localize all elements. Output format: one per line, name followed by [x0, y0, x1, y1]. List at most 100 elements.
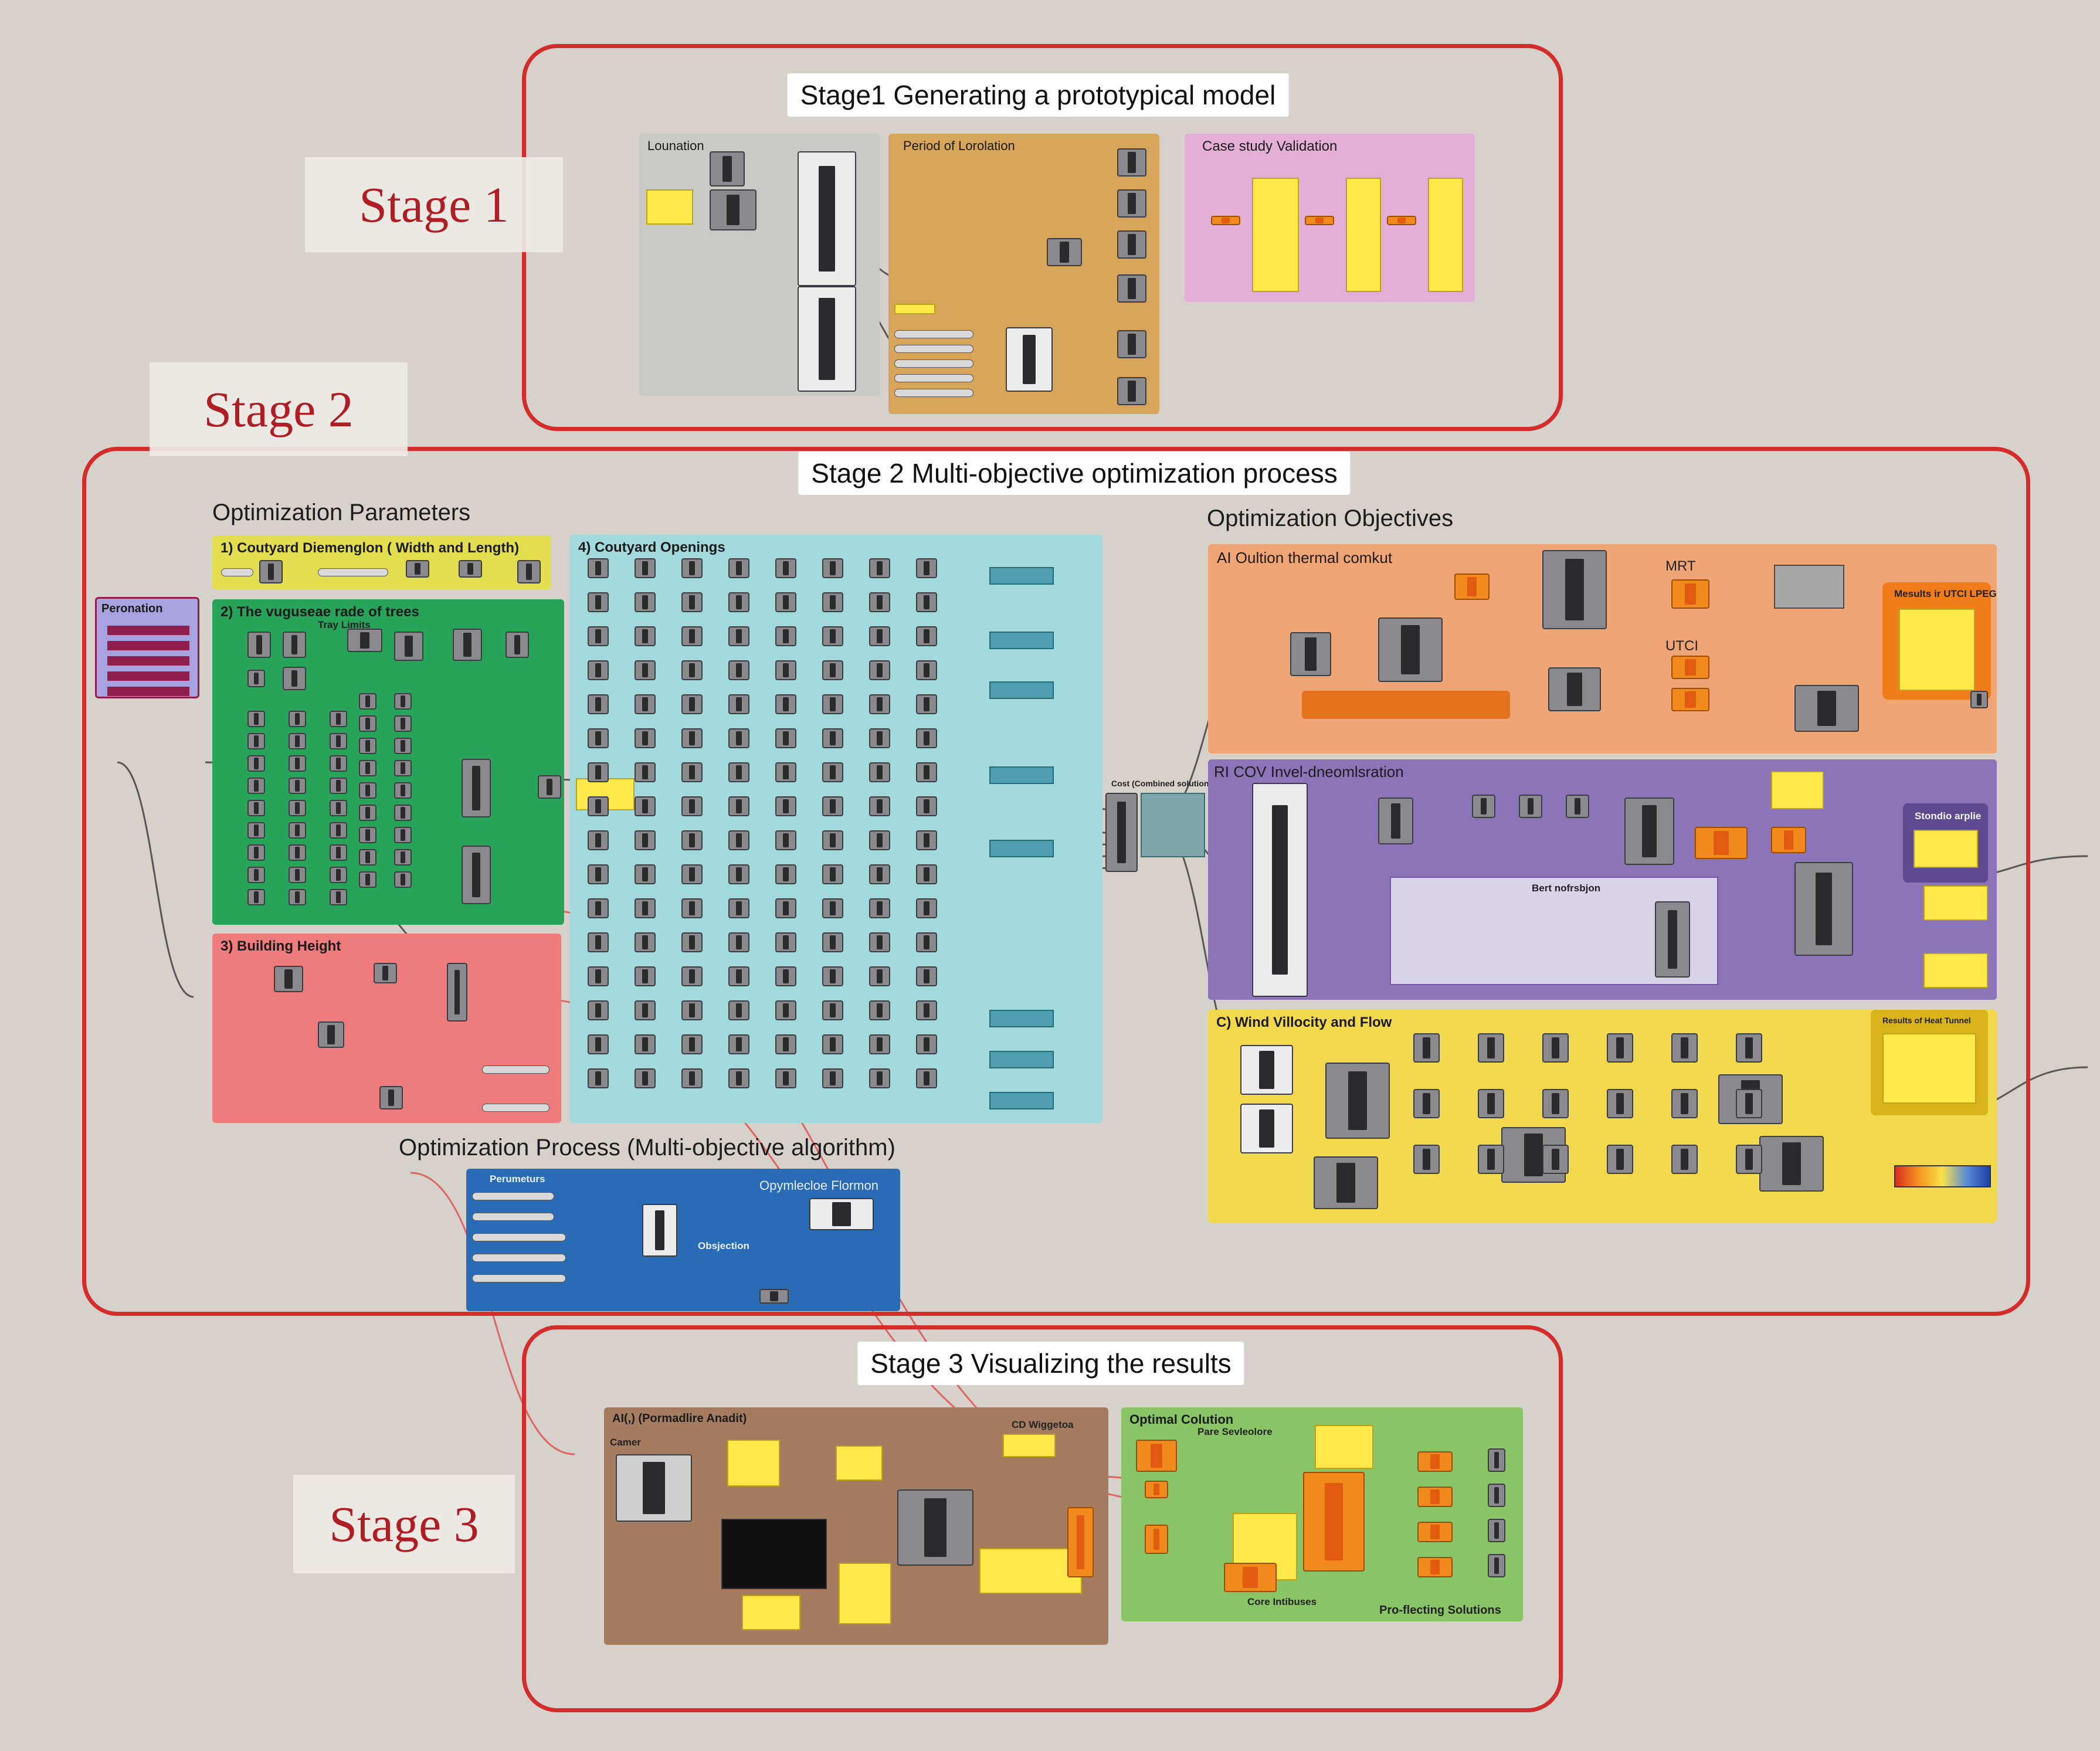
component-node — [247, 822, 265, 839]
thermal-node-2 — [1378, 617, 1443, 682]
component-node — [588, 762, 609, 782]
process-slider-4[interactable] — [472, 1254, 566, 1262]
component-node — [359, 871, 376, 888]
component-node — [916, 626, 937, 646]
building-height-title: 3) Building Height — [220, 938, 341, 954]
period-group: Period of Lorolation — [888, 134, 1159, 414]
process-out-node — [759, 1289, 789, 1304]
cov-panel-top — [1771, 771, 1824, 809]
component-node — [728, 966, 749, 986]
component-node — [588, 1068, 609, 1088]
height-slider-1[interactable] — [482, 1065, 549, 1074]
wire — [117, 761, 194, 998]
height-slider-2[interactable] — [482, 1104, 549, 1112]
component-node — [869, 626, 890, 646]
component-node — [775, 558, 796, 578]
component-node — [588, 728, 609, 748]
component-node — [728, 626, 749, 646]
component-node — [728, 1000, 749, 1020]
component-node — [1566, 795, 1589, 818]
component-node — [728, 762, 749, 782]
courtyard-dimension-group: 1) Coutyard Diemenglon ( Width and Lengt… — [212, 535, 551, 589]
period-slider-2[interactable] — [894, 345, 973, 353]
trees-node-g — [247, 670, 265, 687]
utci-orange-node-2 — [1671, 688, 1709, 711]
personation-row-5[interactable] — [107, 687, 189, 696]
trees-node-d — [506, 632, 529, 658]
analysis-panel-5 — [979, 1548, 1082, 1594]
period-slider-4[interactable] — [894, 374, 973, 382]
mrt-display — [1774, 565, 1844, 609]
period-slider-3[interactable] — [894, 359, 973, 368]
thermal-group: AI Oultion thermal comkut MRT UTCI Mesul… — [1208, 544, 1997, 754]
sunlight-box: Stondio arplie — [1903, 803, 1988, 883]
weather-data-node-2 — [798, 286, 856, 392]
process-solver-node — [642, 1204, 677, 1257]
analysis-panel-3 — [839, 1563, 891, 1624]
process-slider-5[interactable] — [472, 1274, 566, 1282]
period-node-4 — [1117, 274, 1146, 303]
best-solution-title: Bert nofrsbjon — [1532, 883, 1601, 894]
openings-output-4 — [989, 766, 1054, 784]
component-node — [775, 1034, 796, 1054]
component-node — [330, 889, 347, 905]
wind-results-box: Results of Heat Tunnel — [1871, 1010, 1988, 1115]
component-node — [869, 558, 890, 578]
component-node — [289, 889, 306, 905]
height-node-5 — [379, 1086, 403, 1109]
component-node — [681, 1068, 703, 1088]
period-slider-5[interactable] — [894, 389, 973, 397]
cov-orange-2 — [1771, 827, 1806, 853]
process-params-title: Perumeturs — [490, 1173, 545, 1185]
dimension-slider-1[interactable] — [221, 568, 253, 576]
component-node — [1413, 1145, 1440, 1174]
component-node — [822, 728, 843, 748]
component-node — [681, 558, 703, 578]
validation-input-2 — [1305, 216, 1334, 225]
wind-results-panel — [1882, 1033, 1976, 1104]
analysis-group-title: AI(,) (Pormadlire Anadit) — [612, 1412, 747, 1425]
component-node — [728, 1068, 749, 1088]
component-node — [359, 849, 376, 866]
period-node-2 — [1117, 189, 1146, 218]
personation-row-2[interactable] — [107, 641, 189, 650]
period-node-3 — [1117, 230, 1146, 259]
component-node — [822, 864, 843, 884]
wind-node-7 — [1759, 1136, 1824, 1192]
component-node — [1413, 1033, 1440, 1063]
stage2-title: Stage 2 Multi-objective optimization pro… — [798, 452, 1351, 495]
component-node — [330, 755, 347, 772]
period-slider-1[interactable] — [894, 330, 973, 338]
component-node — [247, 844, 265, 861]
dimension-slider-2[interactable] — [318, 568, 388, 576]
component-node — [822, 966, 843, 986]
component-node — [728, 1034, 749, 1054]
component-node — [635, 626, 656, 646]
optimal-end-3 — [1488, 1519, 1505, 1542]
height-node-4 — [447, 963, 467, 1022]
component-node — [1671, 1033, 1698, 1063]
process-slider-1[interactable] — [472, 1192, 554, 1200]
optimal-group: Optimal Colution Pare Sevleolore Core In… — [1121, 1407, 1523, 1621]
component-node — [728, 694, 749, 714]
component-node — [869, 728, 890, 748]
location-node — [710, 151, 745, 186]
personation-row-1[interactable] — [107, 626, 189, 635]
component-node — [1671, 1089, 1698, 1118]
trees-node-e — [247, 632, 271, 658]
component-node — [635, 728, 656, 748]
courtyard-dimension-title: 1) Coutyard Diemenglon ( Width and Lengt… — [220, 540, 520, 556]
personation-row-3[interactable] — [107, 656, 189, 666]
height-node-2 — [374, 963, 397, 983]
analysis-camera-node — [616, 1454, 692, 1522]
process-slider-3[interactable] — [472, 1233, 566, 1241]
component-node — [916, 898, 937, 918]
component-node — [330, 778, 347, 794]
cov-input-stack — [1252, 783, 1308, 997]
combine-label: Cost (Combined solution) — [1111, 779, 1212, 788]
process-slider-2[interactable] — [472, 1213, 554, 1221]
component-node — [1607, 1033, 1633, 1063]
wind-group: C) Wind Villocity and Flow Results of He… — [1208, 1010, 1997, 1223]
personation-row-4[interactable] — [107, 671, 189, 681]
component-node — [394, 849, 412, 866]
